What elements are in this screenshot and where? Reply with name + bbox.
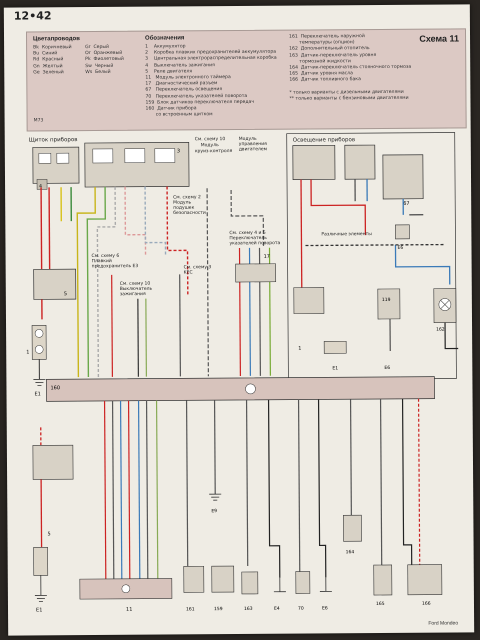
label-c11: 11 (126, 607, 132, 613)
label-c165: 165 (376, 601, 385, 607)
label-c162: 162 (436, 327, 445, 333)
label-e1a: E1 (34, 391, 40, 397)
component-5-lower (32, 444, 74, 480)
section-left-title: Щиток приборов (29, 137, 78, 143)
label-c160: 160 (50, 385, 60, 391)
label-c166: 166 (422, 601, 431, 607)
label-c1-right: 1 (298, 346, 301, 352)
label-e4: E4 (274, 606, 280, 612)
label-c119: 119 (382, 297, 391, 303)
label-e9: E9 (211, 508, 217, 514)
component-166-box (407, 564, 443, 596)
label-c5-lower: 5 (47, 531, 50, 537)
component-161-box (183, 565, 205, 593)
label-c1: 1 (26, 349, 29, 355)
section-right-title: Освещение приборов (293, 137, 355, 143)
component-3-right (344, 144, 376, 180)
component-5-right (293, 287, 325, 314)
label-c5: 5 (64, 291, 67, 297)
label-c163: 163 (244, 606, 253, 612)
component-4-right (292, 144, 336, 180)
battery-lower (33, 547, 49, 576)
component-165-box (373, 564, 393, 596)
component-4-box (32, 146, 80, 184)
note-diff: Различные элементы (321, 231, 372, 237)
label-e6c: E6 (397, 245, 403, 251)
note-see10a: См. схему 10 (195, 136, 226, 142)
note-see10a2: Модуль (201, 142, 219, 148)
label-c70: 70 (298, 606, 304, 612)
label-c161: 161 (186, 606, 195, 612)
label-e1b: E1 (332, 365, 338, 371)
component-160-bar (46, 376, 435, 402)
label-e1-lower: E1 (36, 607, 42, 613)
label-c159: 159 (214, 606, 223, 612)
component-5-box (33, 268, 77, 300)
label-c17: 17 (264, 254, 270, 260)
component-70-box (295, 571, 311, 594)
label-c4: 4 (39, 183, 42, 189)
manual-page: 12•42 Цветапроводов Bk Коричневый Bu Син… (3, 4, 475, 636)
label-c67: 67 (403, 201, 409, 207)
wiring-diagram: Щиток приборов Освещение приборов 4 3 (26, 132, 459, 613)
component-17-box (235, 263, 277, 283)
label-c164: 164 (346, 549, 355, 555)
label-e6a: E6 (322, 605, 328, 611)
component-163-box (241, 571, 259, 595)
footer-brand: Ford Mondeo (428, 620, 459, 627)
component-159-box (211, 565, 235, 593)
component-164-box (343, 514, 362, 542)
label-e6b: E6 (384, 365, 390, 371)
label-c3: 3 (177, 148, 180, 154)
component-119-box (377, 288, 401, 320)
component-67-box (382, 154, 424, 200)
note-see10a3: круиз-контроля (195, 149, 233, 154)
